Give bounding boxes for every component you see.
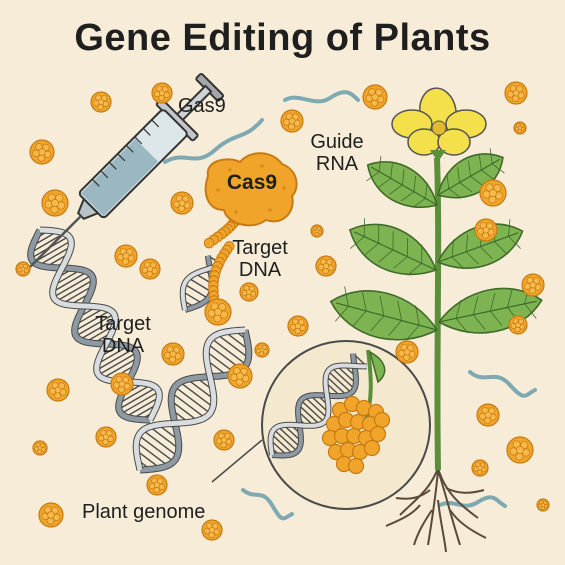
cluster-bead xyxy=(373,411,391,429)
label-target-dna-1: Target DNA xyxy=(215,237,305,281)
particle-icon xyxy=(90,91,112,113)
cluster-bead xyxy=(369,425,387,443)
particle-icon xyxy=(536,498,550,512)
syringe-icon xyxy=(29,73,224,268)
particle-icon xyxy=(521,273,545,297)
particles xyxy=(15,81,550,541)
chain-bead xyxy=(203,237,215,249)
particle-icon xyxy=(287,315,309,337)
particle-icon xyxy=(239,282,259,302)
root-icon xyxy=(449,509,487,539)
label-target-dna-2-line2: DNA xyxy=(101,334,145,357)
label-guide-rna-line2: RNA xyxy=(315,152,359,175)
particle-icon xyxy=(213,429,235,451)
particle-icon xyxy=(310,224,324,238)
particle-icon xyxy=(114,244,138,268)
root-icon xyxy=(385,504,421,527)
particle-icon xyxy=(204,298,232,326)
particle-icon xyxy=(506,436,534,464)
label-target-dna-1-line1: Target xyxy=(232,237,288,259)
leaf-icon xyxy=(348,218,438,276)
particle-icon xyxy=(151,82,173,104)
particle-icon xyxy=(254,342,270,358)
particle-icon xyxy=(161,342,185,366)
rna-strand-icon xyxy=(468,370,537,398)
label-target-dna-1-line2: DNA xyxy=(238,258,282,281)
rna-strand-icon xyxy=(163,118,264,164)
particle-icon xyxy=(280,109,304,133)
label-gas9: Gas9 xyxy=(178,95,226,117)
particle-icon xyxy=(471,459,489,477)
label-guide-rna: Guide RNA xyxy=(292,131,382,175)
particle-icon xyxy=(227,363,253,389)
particle-cluster-icon xyxy=(321,395,391,475)
particle-icon xyxy=(170,191,194,215)
rna-strand-icon xyxy=(283,90,360,104)
particle-icon xyxy=(362,84,388,110)
particle-icon xyxy=(139,258,161,280)
particle-icon xyxy=(15,261,31,277)
particle-icon xyxy=(474,218,498,242)
root-icon xyxy=(437,499,447,553)
particle-icon xyxy=(46,378,70,402)
cas9-protein-icon xyxy=(204,152,298,227)
flower-icon xyxy=(391,87,487,162)
label-cas9: Cas9 xyxy=(226,171,278,194)
particle-icon xyxy=(504,81,528,105)
label-plant-genome: Plant genome xyxy=(82,501,206,523)
dna-helix-zoom-icon xyxy=(267,353,368,459)
particle-icon xyxy=(508,315,528,335)
particle-icon xyxy=(29,139,55,165)
root-icon xyxy=(427,469,439,546)
root-icon xyxy=(399,467,439,516)
particle-icon xyxy=(513,121,527,135)
label-guide-rna-line1: Guide xyxy=(310,131,364,153)
particle-icon xyxy=(315,255,337,277)
particle-icon xyxy=(38,502,64,528)
magnifier-circle-icon xyxy=(211,340,431,510)
leaf-icon xyxy=(436,219,524,270)
root-icon xyxy=(445,487,485,494)
particle-icon xyxy=(201,519,223,541)
particle-icon xyxy=(110,372,134,396)
cluster-bead xyxy=(347,457,365,475)
root-icon xyxy=(395,489,431,500)
root-icon xyxy=(437,469,461,546)
particle-icon xyxy=(146,474,168,496)
rna-strand-icon xyxy=(241,488,294,521)
particle-icon xyxy=(95,426,117,448)
particle-icon xyxy=(32,440,48,456)
particle-icon xyxy=(479,179,507,207)
label-target-dna-2-line1: Target xyxy=(95,313,151,335)
rna-strands xyxy=(163,90,537,521)
particle-icon xyxy=(395,340,419,364)
particle-icon xyxy=(476,403,500,427)
particle-icon xyxy=(41,189,69,217)
rna-strand-icon xyxy=(438,495,507,508)
cluster-bead xyxy=(363,439,381,457)
root-icon xyxy=(413,509,433,546)
leaf-icon xyxy=(329,286,439,341)
label-target-dna-2: Target DNA xyxy=(78,313,168,357)
leaf-icon xyxy=(366,155,438,209)
page-title: Gene Editing of Plants xyxy=(74,17,491,59)
